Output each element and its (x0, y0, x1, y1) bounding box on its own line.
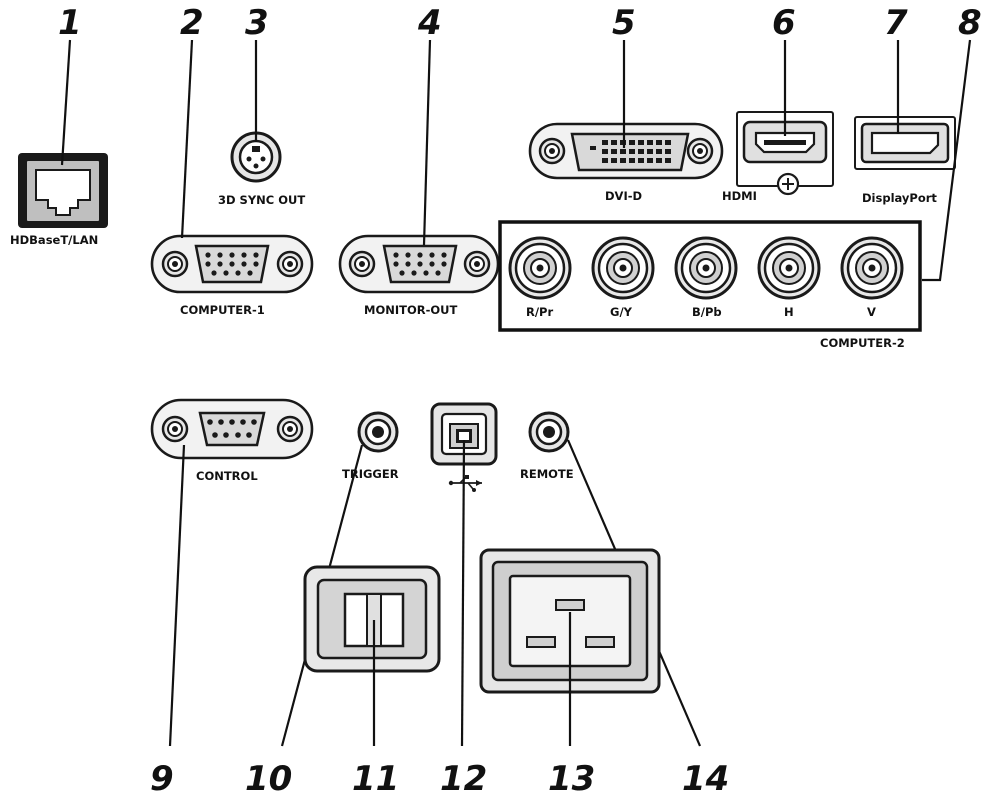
control-port (150, 398, 314, 460)
dvi-d-port (528, 122, 724, 180)
label-hdbaset-lan: HDBaseT/LAN (10, 233, 98, 247)
bnc-b-pb (674, 236, 738, 300)
label-r-pr: R/Pr (526, 305, 553, 319)
label-remote: REMOTE (520, 467, 574, 481)
label-g-y: G/Y (610, 305, 633, 319)
label-displayport: DisplayPort (862, 191, 937, 205)
leader-2 (180, 39, 194, 239)
computer-1-port (150, 234, 314, 294)
callout-6: 6 (772, 3, 796, 43)
callout-12: 12 (440, 759, 487, 796)
label-control: CONTROL (196, 469, 258, 483)
label-computer-1: COMPUTER-1 (180, 303, 265, 317)
bnc-g-y (591, 236, 655, 300)
leader-8 (922, 39, 972, 282)
callout-5: 5 (612, 3, 636, 43)
bnc-v (840, 236, 904, 300)
label-computer-2: COMPUTER-2 (820, 336, 905, 350)
bnc-h (757, 236, 821, 300)
label-b-pb: B/Pb (692, 305, 722, 319)
callout-3: 3 (245, 3, 269, 43)
callout-8: 8 (958, 3, 982, 43)
displayport-port (854, 116, 956, 170)
callout-11: 11 (352, 759, 399, 796)
computer-2-group-frame (498, 220, 922, 332)
label-dvi-d: DVI-D (605, 189, 642, 203)
leader-1 (60, 39, 72, 166)
usb-icon (448, 475, 482, 492)
label-monitor-out: MONITOR-OUT (364, 303, 457, 317)
label-v: V (867, 305, 876, 319)
label-3d-sync-out: 3D SYNC OUT (218, 193, 305, 207)
callout-10: 10 (245, 759, 292, 796)
callout-14: 14 (682, 759, 729, 796)
label-trigger: TRIGGER (342, 467, 399, 481)
label-hdmi: HDMI (722, 189, 757, 203)
callout-13: 13 (548, 759, 595, 796)
callout-4: 4 (417, 3, 442, 43)
hdmi-port (736, 111, 834, 196)
monitor-out-port (338, 234, 500, 294)
bnc-r-pr (508, 236, 572, 300)
callout-9: 9 (150, 759, 174, 796)
leader-9 (168, 444, 186, 747)
remote-jack (528, 411, 570, 453)
callout-1: 1 (58, 3, 82, 43)
callout-2: 2 (180, 3, 204, 43)
label-h: H (784, 305, 794, 319)
trigger-jack (357, 411, 399, 453)
leader-4 (422, 39, 432, 246)
leader-12 (460, 439, 466, 747)
callout-7: 7 (884, 3, 908, 43)
power-switch (303, 565, 441, 673)
hdbaset-lan-port (18, 153, 108, 228)
